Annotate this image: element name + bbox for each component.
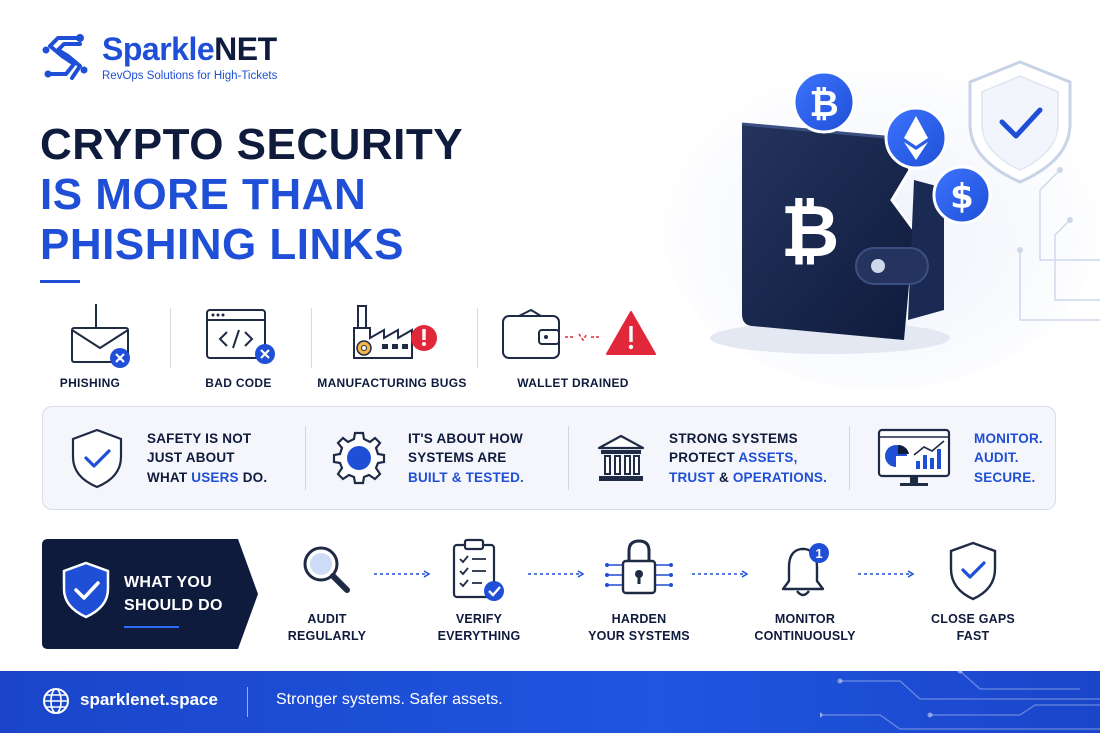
divider	[311, 307, 312, 368]
threat-phishing: PHISHING	[40, 295, 140, 390]
threat-manufacturing-bugs: MANUFACTURING BUGS	[312, 295, 472, 390]
dashed-arrow	[374, 570, 431, 578]
svg-text:₿: ₿	[781, 189, 840, 273]
bad-code-icon	[205, 309, 275, 364]
globe-icon	[43, 688, 69, 714]
divider	[849, 426, 850, 490]
info-text: STRONG SYSTEMS PROTECT ASSETS, TRUST & O…	[669, 430, 828, 485]
bell-icon: 1	[781, 543, 829, 597]
info-band: SAFETY IS NOT JUST ABOUT WHAT USERS DO. …	[42, 406, 1056, 510]
brand-tagline: RevOps Solutions for High-Tickets	[102, 69, 278, 82]
svg-text:₿: ₿	[809, 84, 838, 125]
magnifier-icon	[303, 546, 350, 593]
headline-line2: IS MORE THAN	[40, 170, 367, 219]
banner-underline	[124, 626, 179, 628]
dashed-arrow	[528, 570, 585, 578]
info-text: MONITOR. AUDIT. SECURE.	[974, 430, 1043, 485]
dashed-arrow	[858, 570, 915, 578]
website-link[interactable]: sparklenet.space	[80, 690, 218, 709]
banner-shape	[42, 539, 258, 649]
shield-check-icon	[968, 60, 1072, 184]
what-you-should-do-banner: WHAT YOU SHOULD DO	[42, 539, 258, 649]
wallet-drained-icon	[502, 308, 656, 359]
headline-underline	[40, 280, 80, 283]
info-card-users: SAFETY IS NOT JUST ABOUT WHAT USERS DO.	[43, 407, 305, 509]
shield-check-icon	[949, 541, 997, 601]
threat-label: MANUFACTURING BUGS	[317, 376, 467, 390]
brand-name: SparkleNET	[102, 30, 277, 67]
threat-bad-code: BAD CODE	[171, 295, 306, 390]
circuit-decoration	[820, 671, 1100, 730]
factory-bug-icon	[353, 305, 437, 359]
dollar-coin-icon: $	[932, 165, 992, 225]
info-card-monitor: MONITOR. AUDIT. SECURE.	[850, 407, 1055, 509]
headline-line3: PHISHING LINKS	[40, 220, 404, 269]
info-card-protect: STRONG SYSTEMS PROTECT ASSETS, TRUST & O…	[569, 407, 849, 509]
shield-check-icon	[71, 428, 123, 489]
divider	[568, 426, 569, 490]
info-text: SAFETY IS NOT JUST ABOUT WHAT USERS DO.	[147, 430, 268, 485]
threat-label: WALLET DRAINED	[517, 376, 629, 390]
divider	[170, 307, 171, 368]
checklist-icon	[452, 538, 504, 601]
hero-wallet-illustration: ₿ ₿ $	[660, 50, 1100, 390]
threat-label: PHISHING	[59, 376, 121, 390]
banner-title: WHAT YOU SHOULD DO	[124, 574, 223, 614]
ethereum-coin-icon	[884, 106, 948, 170]
threat-label: BAD CODE	[205, 376, 272, 390]
divider	[477, 307, 478, 368]
divider	[247, 687, 248, 717]
monitor-chart-icon	[877, 428, 951, 486]
circuit-lock-icon	[605, 539, 673, 595]
info-text: IT'S ABOUT HOW SYSTEMS ARE BUILT & TESTE…	[408, 430, 524, 485]
footer-bar: sparklenet.space Stronger systems. Safer…	[0, 671, 1100, 733]
bank-icon	[597, 434, 645, 481]
phishing-email-icon	[71, 304, 130, 368]
info-card-systems: IT'S ABOUT HOW SYSTEMS ARE BUILT & TESTE…	[306, 407, 568, 509]
notification-badge: 1	[815, 546, 822, 561]
sparklenet-logo-icon	[42, 34, 88, 80]
footer-tagline: Stronger systems. Safer assets.	[276, 691, 503, 708]
gear-icon	[332, 431, 386, 485]
dashed-arrow	[692, 570, 749, 578]
headline-line1: CRYPTO SECURITY	[40, 120, 464, 169]
threat-wallet-drained: WALLET DRAINED	[478, 295, 668, 390]
divider	[305, 426, 306, 490]
threats-row: PHISHING BAD CODE	[40, 295, 668, 390]
headline: CRYPTO SECURITY IS MORE THAN PHISHING LI…	[40, 120, 463, 270]
svg-text:$: $	[950, 177, 974, 217]
brand-logo[interactable]: SparkleNET RevOps Solutions for High-Tic…	[40, 30, 277, 82]
bitcoin-coin-icon: ₿	[792, 70, 856, 134]
